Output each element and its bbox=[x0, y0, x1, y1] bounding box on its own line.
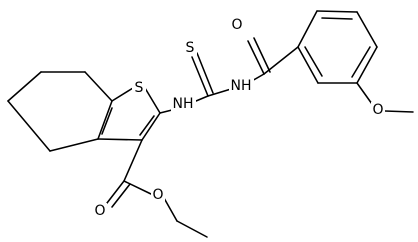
atom-o-ester-carbonyl: O bbox=[93, 203, 107, 219]
atom-o-ester: O bbox=[151, 187, 165, 203]
atom-s-thiophene-label: S bbox=[135, 80, 144, 96]
atom-nh-left: NH bbox=[171, 96, 196, 113]
atom-o-methoxy: O bbox=[371, 102, 385, 118]
atom-s-thiophene: S bbox=[132, 80, 146, 96]
atom-nh-right-label: NH bbox=[231, 78, 252, 94]
atom-o-ester-label: O bbox=[152, 187, 163, 203]
atom-o-amide-label: O bbox=[231, 17, 242, 33]
bond-lines bbox=[7, 10, 414, 238]
atom-nh-right: NH bbox=[229, 78, 254, 95]
atom-nh-left-label: NH bbox=[173, 96, 194, 112]
atom-o-amide: O bbox=[230, 17, 244, 33]
atom-o-ester-carbonyl-label: O bbox=[94, 203, 105, 219]
atom-s-thione: S bbox=[183, 40, 197, 56]
atom-o-methoxy-label: O bbox=[372, 102, 383, 118]
atom-s-thione-label: S bbox=[186, 40, 195, 56]
